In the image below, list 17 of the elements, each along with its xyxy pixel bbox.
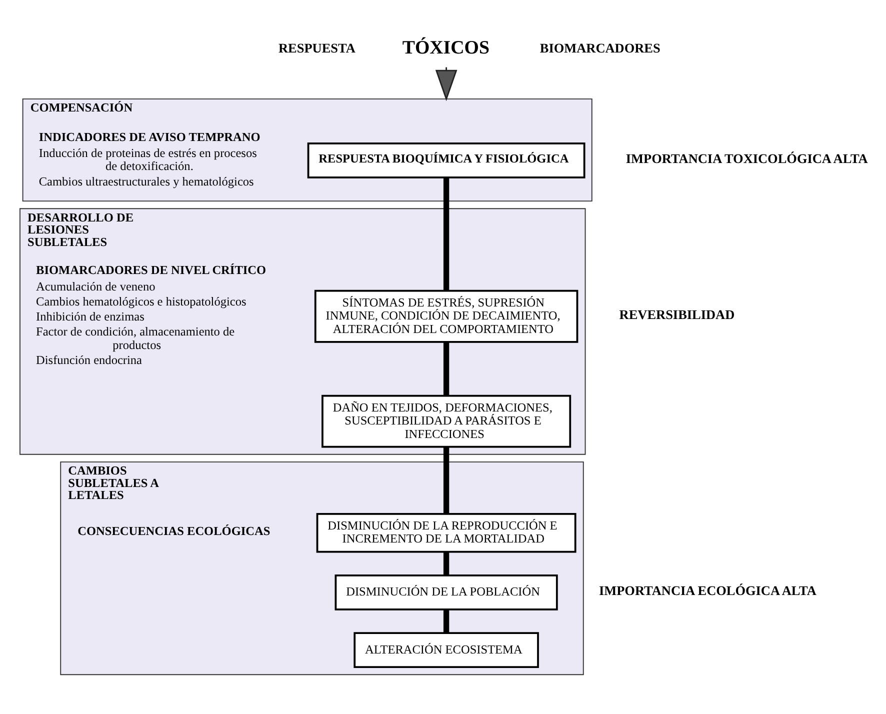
label: BIOMARCADORES bbox=[540, 40, 660, 55]
label: IMPORTANCIA ECOLÓGICA ALTA bbox=[598, 582, 816, 598]
connector bbox=[443, 342, 450, 396]
label: RESPUESTA bbox=[278, 40, 356, 55]
connector bbox=[443, 446, 450, 514]
node-box: DISMINUCIÓN DE LA REPRODUCCIÓN E INCREMENTO DE LA MORTALIDAD bbox=[316, 512, 576, 552]
connector bbox=[443, 177, 450, 290]
connector bbox=[443, 552, 450, 575]
label: IMPORTANCIA TOXICOLÓGICA ALTA bbox=[626, 150, 868, 166]
node-box: SÍNTOMAS DE ESTRÉS, SUPRESIÓN INMUNE, CONDICIÓN DE DECAIMIENTO, ALTERACIÓN DEL COMPORTAMIENTO bbox=[314, 289, 578, 342]
node-box: DAÑO EN TEJIDOS, DEFORMACIONES, SUSCEPTIBILIDAD A PARÁSITOS E INFECCIONES bbox=[322, 394, 572, 448]
node-box: ALTERACIÓN ECOSISTEMA bbox=[354, 632, 539, 668]
node-text: TÓXICOS bbox=[402, 37, 490, 58]
connector bbox=[443, 609, 450, 632]
label: REVERSIBILIDAD bbox=[619, 306, 735, 322]
node-box: DISMINUCIÓN DE LA POBLACIÓN bbox=[334, 574, 558, 610]
node-box: RESPUESTA BIOQUÍMICA Y FISIOLÓGICA bbox=[307, 142, 586, 178]
